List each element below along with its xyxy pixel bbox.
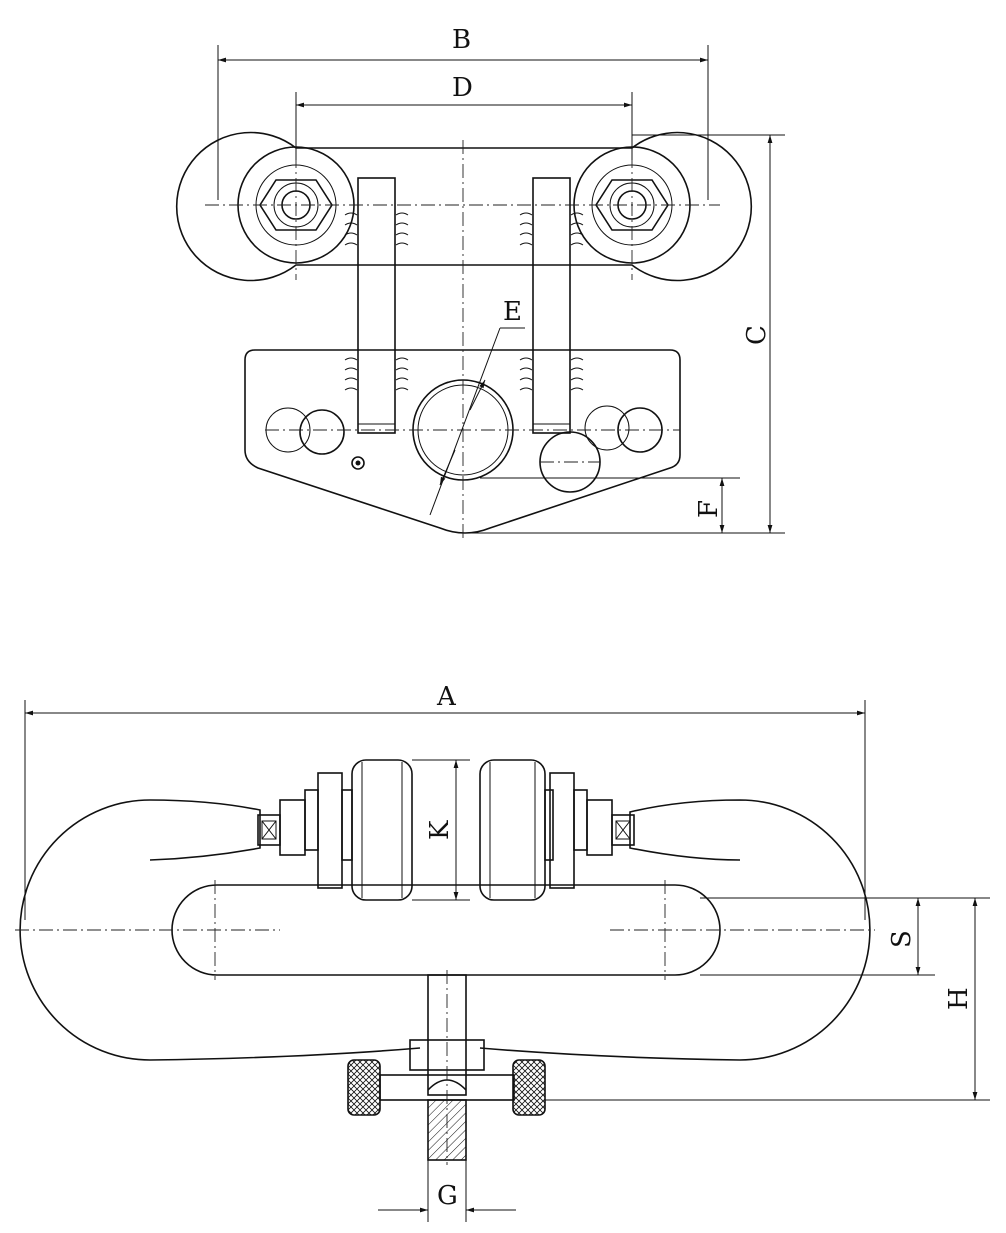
dimension-C: C [465,134,785,534]
left-strap [357,177,396,434]
dimension-label-B: B [452,25,471,55]
dimension-F: F [480,477,740,533]
right-bracket-and-bolt [544,772,635,889]
dimension-label-F: F [694,500,724,518]
dimension-label-A: A [436,682,457,712]
dimension-S: S [700,897,990,976]
dimension-label-E: E [503,297,522,327]
trolley-upper-plate [175,131,753,282]
dimension-label-C: C [742,325,772,345]
dimension-label-S: S [887,930,917,948]
dimension-A: A [24,682,866,920]
right-strap [532,177,571,434]
holes [265,379,663,493]
side-view: A K S H G [15,682,990,1222]
left-bracket-and-bolt [257,772,353,889]
dimension-G: G [378,1160,516,1222]
side-center-lines [15,880,875,1165]
dimension-label-G: G [437,1181,458,1211]
dimension-B: B [217,25,709,200]
dimension-D: D [295,73,633,160]
dimension-label-H: H [944,987,974,1010]
lower-plate [244,349,681,534]
top-view: B D C E F [175,25,785,540]
weld-marks [344,212,584,391]
dimension-H: H [545,898,990,1101]
dimension-K: K [412,759,470,901]
knurled-knob-left [347,1059,381,1116]
dimension-label-D: D [452,73,473,103]
dimension-E: E [429,297,525,516]
knurled-knob-right [512,1059,546,1116]
dimension-label-K: K [425,820,455,840]
